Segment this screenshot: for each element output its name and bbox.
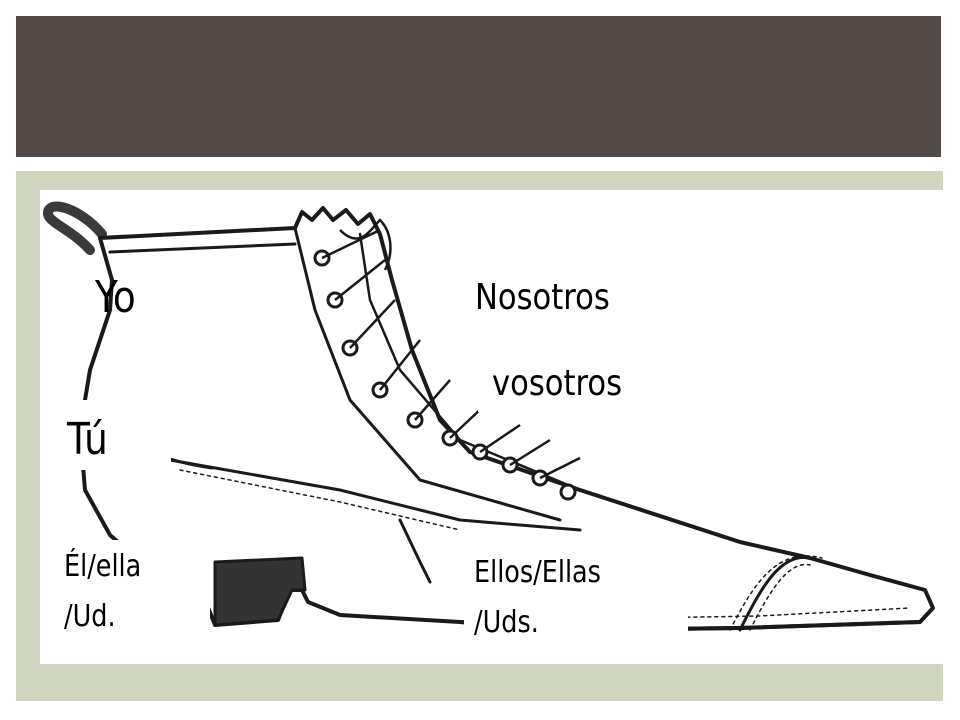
boot-heel xyxy=(213,556,307,627)
boot-side-seam-2 xyxy=(179,469,461,531)
boot-vamp-seam xyxy=(398,518,432,584)
boot-lace-panel xyxy=(293,226,562,522)
boot-illustration xyxy=(43,201,935,632)
pronoun-tu: Tú xyxy=(67,414,108,465)
boot-pull-tab xyxy=(43,201,107,255)
boot-side-seam xyxy=(168,458,582,532)
label-backing-ellos xyxy=(464,548,688,652)
label-backing-tu xyxy=(56,400,171,470)
title-bar xyxy=(16,16,941,157)
boot-laces xyxy=(321,218,581,480)
boot-lace-panel-2 xyxy=(358,232,582,492)
pronoun-yo: Yo xyxy=(95,272,136,323)
pronoun-ellos-ellas-uds-line2: /Uds. xyxy=(474,605,539,640)
pronoun-ellos-ellas-uds-line1: Ellos/Ellas xyxy=(474,555,601,590)
pronoun-el-ella-ud-line2: /Ud. xyxy=(64,599,116,634)
boot-toe-perforation-2 xyxy=(749,563,811,631)
boot-toe-cap xyxy=(738,555,812,632)
pronoun-el-ella-ud-line1: Él/ella xyxy=(64,549,142,584)
boot-toe-perforation xyxy=(729,555,823,631)
label-backing-el xyxy=(56,540,210,655)
pronoun-nosotros: Nosotros xyxy=(475,277,610,318)
boot-collar xyxy=(108,242,297,254)
pronoun-vosotros: vosotros xyxy=(492,363,623,404)
label-backing-vosotros xyxy=(478,362,664,412)
